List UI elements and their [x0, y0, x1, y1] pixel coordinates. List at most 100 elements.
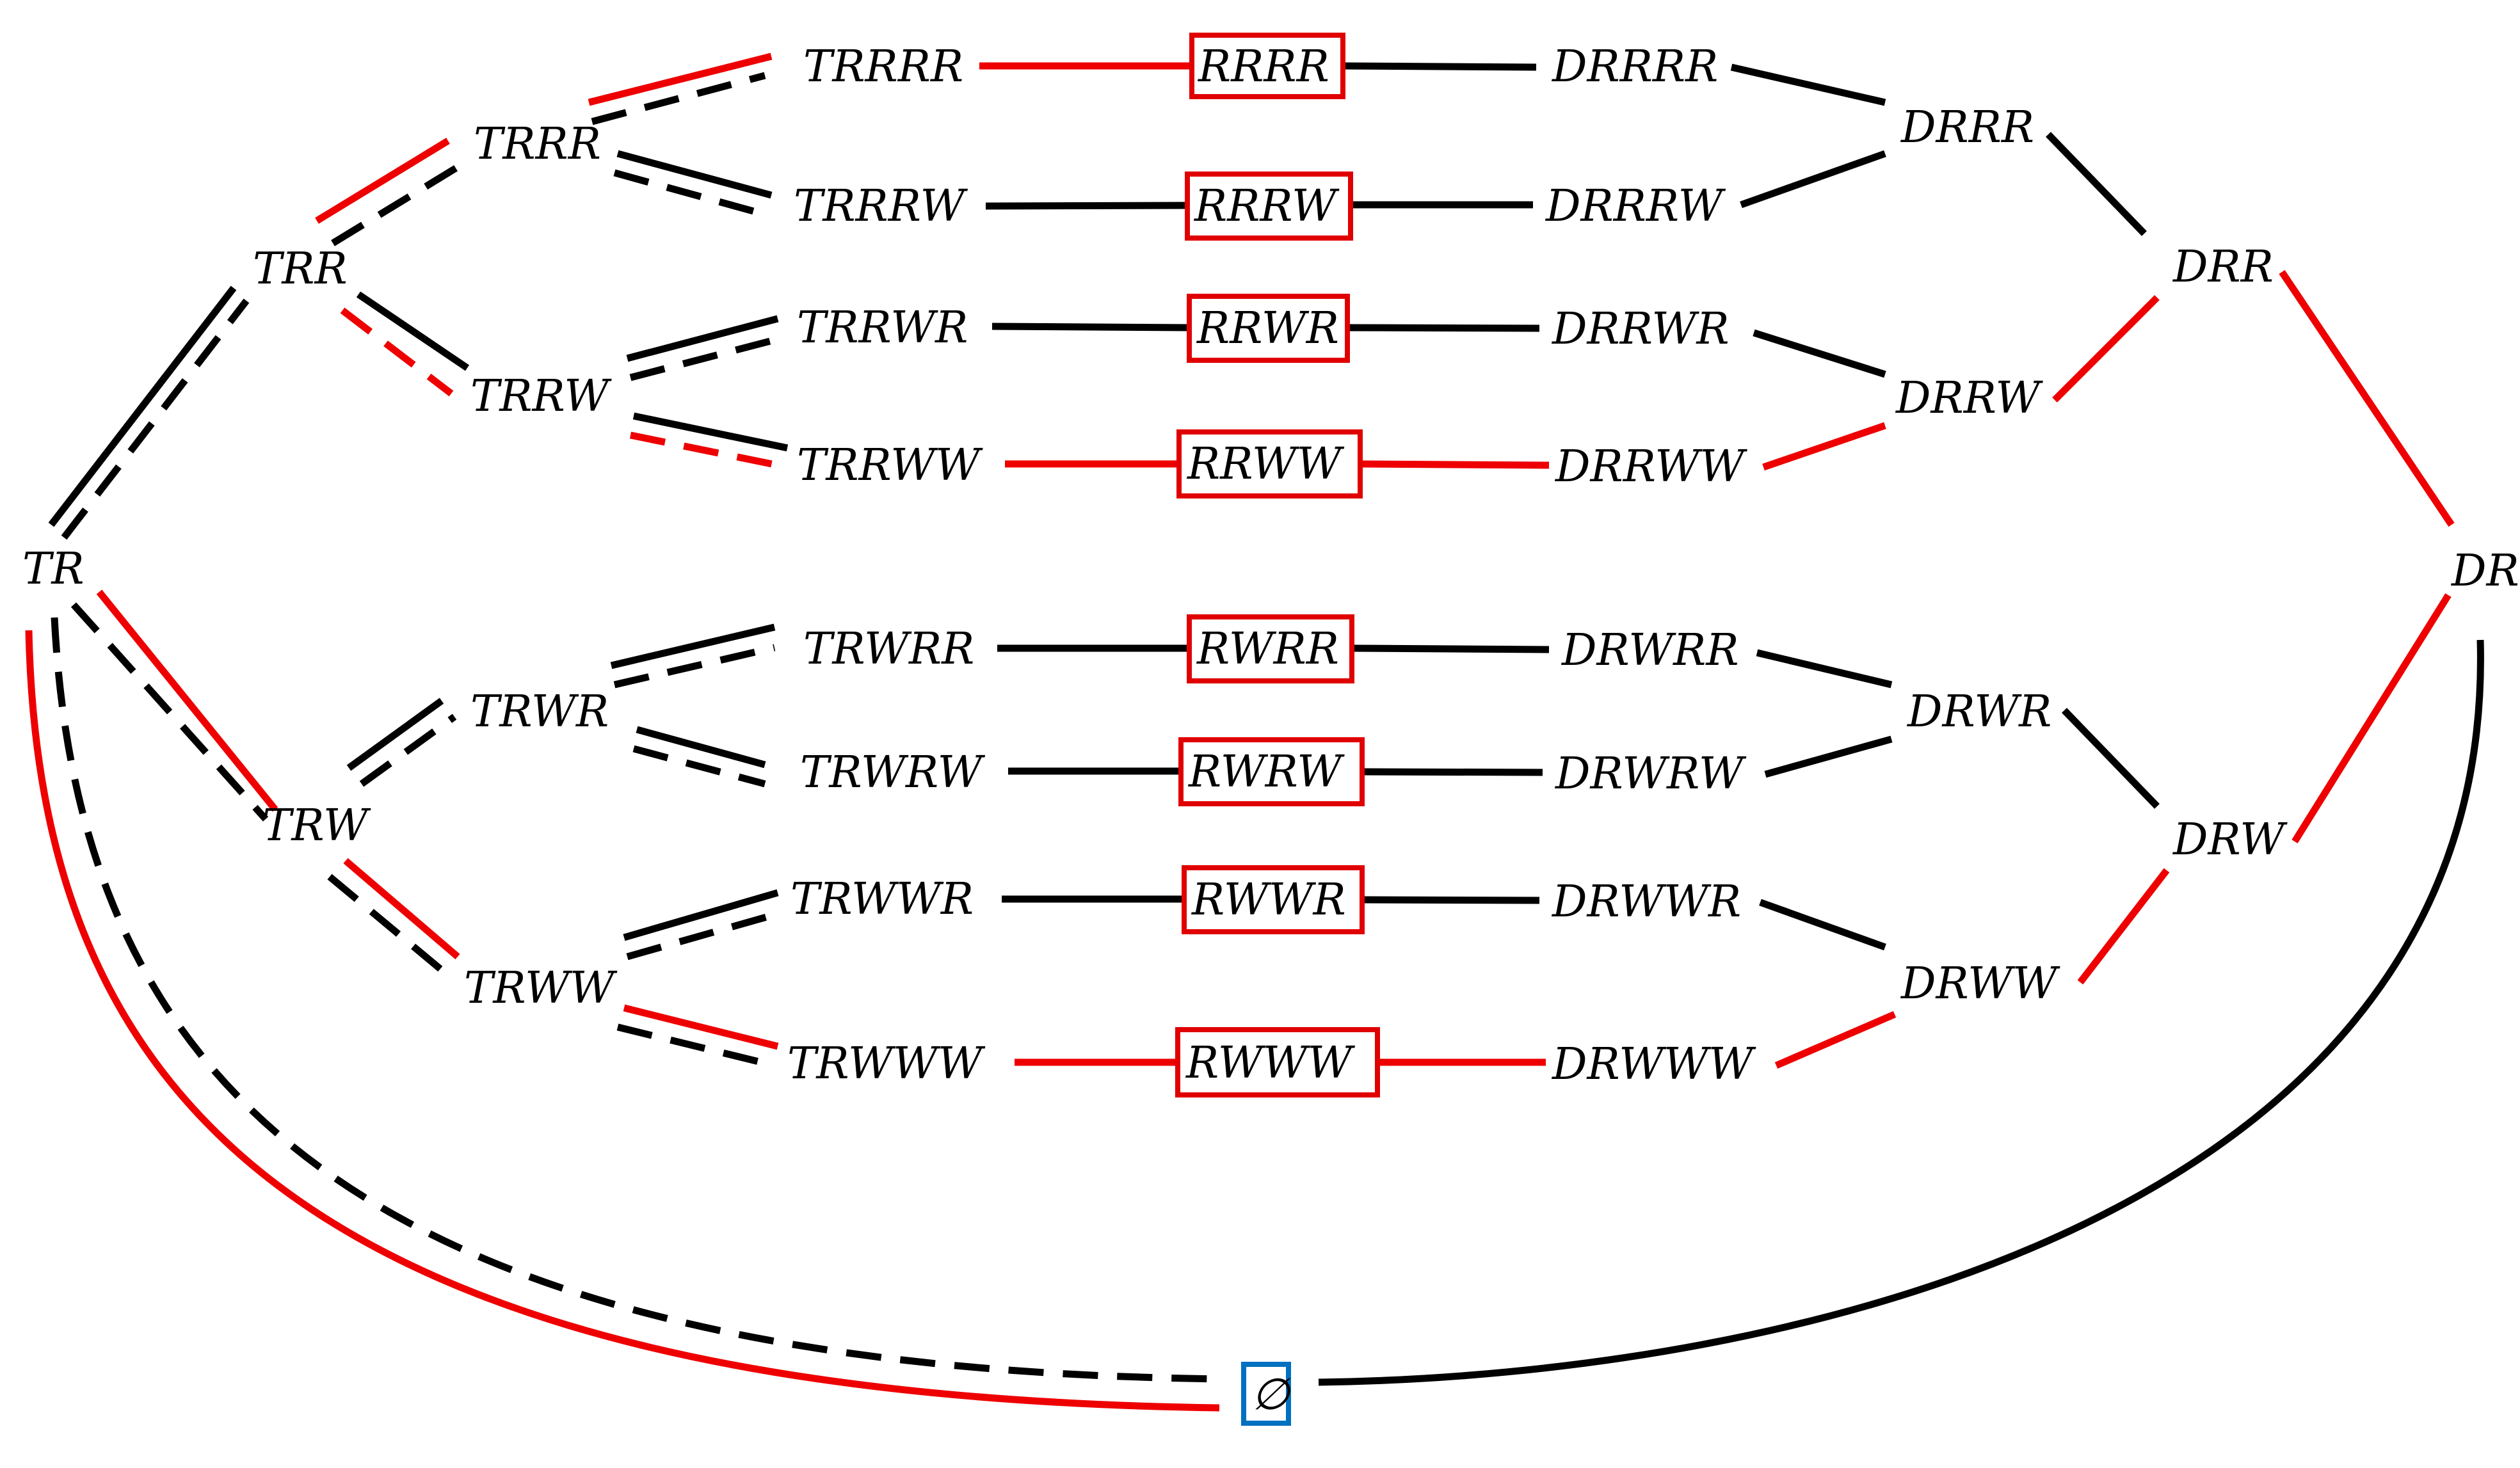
edge-drrrw-drrr [1740, 150, 1886, 209]
edge-rwrr-drwrr [1351, 644, 1550, 653]
edge-trrwr-rrwr [991, 323, 1190, 331]
node-drwrr: DRWRR [1561, 625, 1739, 676]
edge-drrww-drrw [1762, 422, 1886, 471]
node-drrww: DRRWW [1554, 442, 1747, 492]
node-drwwr: DRWWR [1551, 877, 1741, 927]
edge-tr-trw-solid [96, 589, 278, 812]
node-trrr: TRRR [474, 119, 601, 170]
edge-trwr-trwrw-dashed [632, 745, 766, 788]
edge-trw-trww-dashed [327, 874, 447, 976]
edge-drwrr-drwr [1756, 649, 1893, 689]
edge-trw-trww-solid [343, 858, 460, 960]
node-trwwr: TRWWR [791, 874, 974, 925]
node-rrww: RRWW [1186, 439, 1345, 490]
box-rwwr [1182, 865, 1365, 934]
edge-trrw-trrww-solid [632, 412, 789, 452]
edge-trw-trwr-dashed [359, 714, 457, 787]
edge-trr-trrw-solid [356, 291, 470, 371]
node-drrwr: DRRWR [1551, 304, 1729, 355]
node-trr: TRR [253, 244, 348, 294]
edge-trrr-trrrw-solid [616, 150, 773, 199]
node-labels: TR TRR TRRR TRRW TRW TRWR TRWW TRRRR TRR… [22, 42, 2519, 1420]
node-rwrr: RWRR [1196, 624, 1339, 674]
node-empty: ∅ [1251, 1369, 1291, 1420]
edge-trrr-trrrr-dashed [591, 72, 766, 125]
node-rwwr: RWWR [1191, 875, 1346, 925]
edge-trwr-trwrr-solid [610, 623, 776, 669]
node-drrrw: DRRRW [1545, 181, 1726, 232]
edge-trrw-trrww-dashed [629, 431, 789, 471]
node-trww: TRWW [464, 963, 618, 1014]
edge-tr-trw-dashed [70, 602, 269, 822]
edges [25, 52, 2484, 1412]
edge-trr-trrr-dashed [331, 160, 466, 246]
box-rrrw [1185, 172, 1353, 241]
node-trwrr: TRWRR [803, 624, 974, 674]
node-trrw: TRRW [470, 371, 612, 422]
node-trrww: TRRWW [797, 440, 983, 491]
edge-trrw-trrwr-solid [626, 315, 779, 362]
node-trw: TRW [262, 801, 371, 851]
edge-trwr-trwrw-solid [636, 726, 766, 769]
node-drww: DRWW [1900, 959, 2060, 1009]
edge-trrw-trrwr-dashed [629, 335, 779, 381]
edge-drrrr-drrr [1730, 63, 1886, 106]
edge-trww-trwwr-solid [623, 889, 779, 941]
edge-drrwr-drrw [1753, 329, 1886, 378]
edge-drr-dr [2279, 269, 2455, 527]
edge-drww-drw [2077, 868, 2170, 985]
edge-tr-empty-solid [25, 630, 1220, 1412]
node-trwww: TRWWW [787, 1039, 986, 1089]
node-drwww: DRWWW [1551, 1039, 1756, 1090]
edge-tr-empty-dashed [51, 617, 1226, 1383]
box-empty [1241, 1362, 1291, 1426]
boxes [1175, 33, 1380, 1426]
node-rrrr: RRRR [1197, 42, 1329, 92]
node-drrr: DRRR [1900, 102, 2034, 153]
edge-trrrw-rrrw [985, 202, 1188, 210]
edge-drrw-drr [2052, 295, 2160, 403]
node-dr: DR [2450, 546, 2519, 596]
node-trrrw: TRRRW [794, 181, 968, 232]
edge-trww-trwww-solid [623, 1004, 779, 1050]
edge-trw-trwr-solid [346, 698, 444, 771]
box-rrwr [1187, 294, 1350, 363]
edge-rrrr-drrrr [1342, 62, 1537, 71]
node-tr: TR [22, 544, 84, 594]
node-rwrw: RWRW [1187, 747, 1345, 797]
edge-trwr-trwrr-dashed [613, 644, 776, 689]
node-trrwr: TRRWR [797, 303, 968, 353]
node-rrrw: RRRW [1193, 181, 1340, 232]
box-rwww [1175, 1027, 1380, 1097]
edge-drrr-drr [2046, 132, 2147, 236]
edge-trr-trrw-dashed [340, 307, 454, 397]
box-rwrr [1187, 614, 1354, 683]
node-drwr: DRWR [1906, 687, 2051, 737]
node-rwww: RWWW [1185, 1038, 1355, 1089]
node-drrw: DRRW [1895, 373, 2043, 424]
edge-trww-trwww-dashed [616, 1023, 776, 1069]
edge-tr-trr-solid [48, 285, 237, 527]
box-rrww [1176, 429, 1363, 499]
edge-trrr-trrrr-solid [588, 52, 773, 106]
node-trwrw: TRWRW [800, 747, 986, 798]
edge-drwww-drww [1774, 1010, 1897, 1069]
edge-trrr-trrrw-dashed [613, 169, 766, 218]
edge-drw-dr [2291, 593, 2452, 843]
edge-trww-trwwr-dashed [626, 910, 779, 961]
node-rrwr: RRWR [1196, 303, 1339, 354]
edge-trr-trrr-solid [315, 138, 450, 224]
edge-drwwr-drww [1759, 898, 1886, 951]
edge-drwrw-drwr [1764, 735, 1893, 778]
box-rwrw [1178, 737, 1365, 806]
edge-tr-trr-dashed [61, 298, 250, 540]
edge-drwr-drw [2062, 708, 2160, 809]
node-drrrr: DRRRR [1551, 42, 1718, 92]
node-drw: DRW [2172, 815, 2288, 865]
edge-dr-empty [1318, 639, 2484, 1386]
node-drr: DRR [2172, 242, 2274, 292]
node-trwr: TRWR [470, 687, 609, 737]
node-drwrw: DRWRW [1554, 749, 1747, 799]
edge-rrww-drrww [1360, 460, 1550, 469]
